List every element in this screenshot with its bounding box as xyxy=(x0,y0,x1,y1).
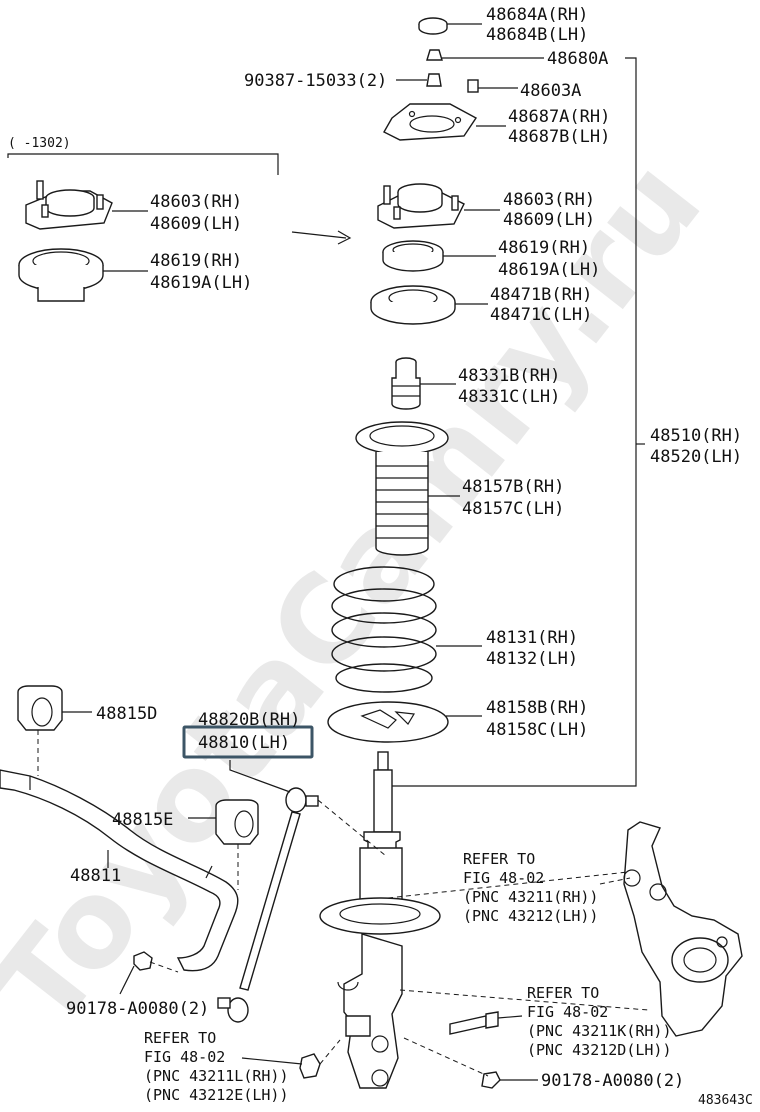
ref-bolt-right-line-3: (PNC 43211K(RH)) xyxy=(527,1022,672,1040)
label-48815d[interactable]: 48815D xyxy=(96,704,157,724)
label-48331b[interactable]: 48331B(RH) xyxy=(458,366,560,386)
ref-note-bolt-right[interactable]: REFER TO FIG 48-02 (PNC 43211K(RH)) (PNC… xyxy=(527,984,672,1059)
bushing-48815e[interactable] xyxy=(215,799,259,845)
ref-knuckle-line-3: (PNC 43211(RH)) xyxy=(463,888,598,906)
diagram-id: 483643C xyxy=(698,1093,753,1108)
label-48680a[interactable]: 48680A xyxy=(547,49,608,69)
ref-knuckle-line-4: (PNC 43212(LH)) xyxy=(463,907,598,925)
label-48619a-old-lh[interactable]: 48619A(LH) xyxy=(150,273,252,293)
label-48609-new-lh[interactable]: 48609(LH) xyxy=(503,210,595,230)
ref-bolt-right-line-4: (PNC 43212D(LH)) xyxy=(527,1041,672,1059)
dust-cap-48684[interactable] xyxy=(418,17,448,35)
nut-48680a[interactable] xyxy=(426,49,443,61)
label-48820b[interactable]: 48820B(RH) xyxy=(198,710,300,730)
label-48157b[interactable]: 48157B(RH) xyxy=(462,477,564,497)
label-48471c[interactable]: 48471C(LH) xyxy=(490,305,592,325)
bearing-old[interactable] xyxy=(18,248,104,302)
ref-bolt-right-line-1: REFER TO xyxy=(527,984,599,1002)
label-90387[interactable]: 90387-15033(2) xyxy=(244,71,387,91)
label-48603-new-rh[interactable]: 48603(RH) xyxy=(503,190,595,210)
steering-knuckle[interactable] xyxy=(623,821,743,1037)
ref-knuckle-line-1: REFER TO xyxy=(463,850,535,868)
ref-bolt-left-line-1: REFER TO xyxy=(144,1029,216,1047)
date-bracket xyxy=(7,153,279,175)
date-note: ( -1302) xyxy=(8,136,71,151)
dust-boot-48157[interactable] xyxy=(355,421,449,556)
spring-seat-48471[interactable] xyxy=(370,285,456,325)
ref-bolt-left-line-2: FIG 48-02 xyxy=(144,1048,225,1066)
label-48684-rh[interactable]: 48684A(RH) xyxy=(486,5,588,25)
upper-support-new[interactable] xyxy=(377,183,465,229)
nut-90178-left[interactable] xyxy=(133,951,153,971)
ref-note-knuckle[interactable]: REFER TO FIG 48-02 (PNC 43211(RH)) (PNC … xyxy=(463,850,598,925)
coil-spring-48131[interactable] xyxy=(331,566,437,693)
nut-48603a[interactable] xyxy=(467,79,479,93)
label-48619-old-rh[interactable]: 48619(RH) xyxy=(150,251,242,271)
label-48132[interactable]: 48132(LH) xyxy=(486,649,578,669)
label-48815e[interactable]: 48815E xyxy=(112,810,173,830)
label-48510[interactable]: 48510(RH) xyxy=(650,426,742,446)
label-48619-new-rh[interactable]: 48619(RH) xyxy=(498,238,590,258)
strut-assembly-bracket xyxy=(392,57,637,787)
stabilizer-link-48810[interactable] xyxy=(217,787,319,1023)
ref-note-bolt-left[interactable]: REFER TO FIG 48-02 (PNC 43211L(RH)) (PNC… xyxy=(144,1029,289,1104)
ref-bolt-left-line-3: (PNC 43211L(RH)) xyxy=(144,1067,289,1085)
label-48619a-new-lh[interactable]: 48619A(LH) xyxy=(498,260,600,280)
label-48810[interactable]: 48810(LH) xyxy=(198,733,290,753)
lower-insulator-48158[interactable] xyxy=(327,701,449,743)
upper-support-old[interactable] xyxy=(25,180,113,230)
bump-stopper-48331[interactable] xyxy=(391,357,421,410)
replacement-arrow xyxy=(291,230,352,245)
label-48158c[interactable]: 48158C(LH) xyxy=(486,720,588,740)
label-48609-old-lh[interactable]: 48609(LH) xyxy=(150,214,242,234)
label-48158b[interactable]: 48158B(RH) xyxy=(486,698,588,718)
knuckle-bolt[interactable] xyxy=(449,1011,499,1035)
label-48471b[interactable]: 48471B(RH) xyxy=(490,285,592,305)
nut-90178-right[interactable] xyxy=(481,1071,501,1089)
support-plate-48687[interactable] xyxy=(383,103,478,141)
ref-knuckle-line-2: FIG 48-02 xyxy=(463,869,544,887)
ref-bolt-left-line-4: (PNC 43212E(LH)) xyxy=(144,1086,289,1104)
label-48811[interactable]: 48811 xyxy=(70,866,121,886)
label-48603-old-rh[interactable]: 48603(RH) xyxy=(150,192,242,212)
bolt-left-lower[interactable] xyxy=(299,1053,321,1079)
label-90178-right[interactable]: 90178-A0080(2) xyxy=(541,1071,684,1091)
label-90178-left[interactable]: 90178-A0080(2) xyxy=(66,999,209,1019)
nut-90387[interactable] xyxy=(426,73,442,87)
selected-part-highlight[interactable] xyxy=(182,725,314,759)
label-48687-lh[interactable]: 48687B(LH) xyxy=(508,127,610,147)
bearing-new[interactable] xyxy=(382,240,444,272)
label-48520[interactable]: 48520(LH) xyxy=(650,447,742,467)
label-48603a[interactable]: 48603A xyxy=(520,81,581,101)
shock-absorber[interactable] xyxy=(319,751,441,1089)
label-48131[interactable]: 48131(RH) xyxy=(486,628,578,648)
label-48684-lh[interactable]: 48684B(LH) xyxy=(486,25,588,45)
stabilizer-bar-48811[interactable] xyxy=(0,769,239,972)
label-48157c[interactable]: 48157C(LH) xyxy=(462,499,564,519)
label-48687-rh[interactable]: 48687A(RH) xyxy=(508,107,610,127)
ref-bolt-right-line-2: FIG 48-02 xyxy=(527,1003,608,1021)
label-48331c[interactable]: 48331C(LH) xyxy=(458,387,560,407)
bushing-48815d[interactable] xyxy=(17,685,63,731)
